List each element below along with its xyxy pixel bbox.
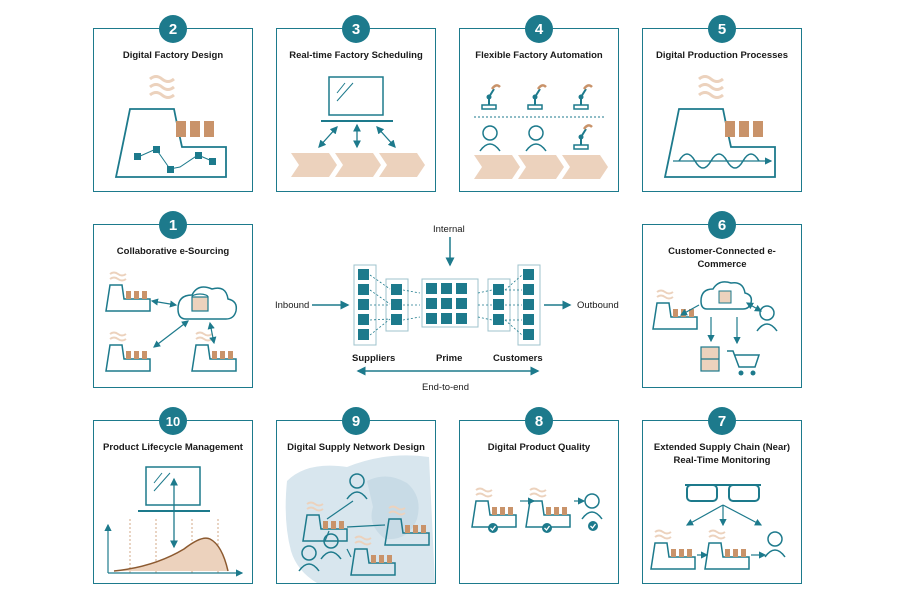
card-title: Digital Supply Network Design bbox=[287, 442, 425, 453]
card-title: Flexible Factory Automation bbox=[475, 50, 603, 61]
badge-2: 2 bbox=[159, 15, 187, 43]
card-digital-factory-design: Digital Factory Design bbox=[93, 28, 253, 192]
card-collaborative-e-sourcing: Collaborative e-Sourcing bbox=[93, 224, 253, 388]
e-sourcing-icon bbox=[105, 271, 238, 372]
card-production-processes: Digital Production Processes bbox=[642, 28, 802, 192]
badge-6: 6 bbox=[708, 211, 736, 239]
badge-9: 9 bbox=[342, 407, 370, 435]
card-extended-supply-chain: Extended Supply Chain (Near) Real-Time M… bbox=[642, 420, 802, 584]
factory-design-icon bbox=[114, 75, 227, 178]
badge-1: 1 bbox=[159, 211, 187, 239]
label-customers: Customers bbox=[493, 353, 543, 364]
automation-icon bbox=[474, 84, 608, 179]
badge-7: 7 bbox=[708, 407, 736, 435]
card-product-lifecycle-management: Product Lifecycle Management bbox=[93, 420, 253, 584]
e-commerce-icon bbox=[652, 281, 778, 376]
card-customer-connected-e-commerce: Customer-Connected e-Commerce bbox=[642, 224, 802, 388]
label-suppliers: Suppliers bbox=[352, 353, 396, 364]
badge-10: 10 bbox=[159, 407, 187, 435]
network-map-icon bbox=[285, 455, 435, 583]
badge-4: 4 bbox=[525, 15, 553, 43]
quality-icon bbox=[471, 487, 603, 534]
card-digital-product-quality: Digital Product Quality bbox=[459, 420, 619, 584]
card-supply-network-design: Digital Supply Network Design bbox=[276, 420, 436, 584]
card-title: Collaborative e-Sourcing bbox=[116, 246, 230, 257]
lifecycle-icon bbox=[104, 466, 244, 577]
monitoring-icon bbox=[650, 484, 786, 570]
label-inbound: Inbound bbox=[275, 300, 310, 311]
label-end-to-end: End-to-end bbox=[422, 382, 470, 393]
scheduling-icon bbox=[291, 76, 425, 177]
card-factory-automation: Flexible Factory Automation bbox=[459, 28, 619, 192]
card-title: Digital Production Processes bbox=[656, 50, 788, 61]
production-icon bbox=[663, 75, 776, 178]
card-title: Digital Product Quality bbox=[487, 442, 591, 453]
card-title: Product Lifecycle Management bbox=[103, 442, 243, 453]
label-outbound: Outbound bbox=[577, 300, 619, 311]
supply-network-diagram bbox=[312, 237, 572, 376]
card-factory-scheduling: Real-time Factory Scheduling bbox=[276, 28, 436, 192]
card-title: Extended Supply Chain (Near) Real-Time M… bbox=[653, 442, 791, 466]
card-title: Digital Factory Design bbox=[122, 50, 224, 61]
card-title: Real-time Factory Scheduling bbox=[289, 50, 423, 61]
badge-8: 8 bbox=[525, 407, 553, 435]
card-title: Customer-Connected e-Commerce bbox=[668, 246, 776, 270]
badge-5: 5 bbox=[708, 15, 736, 43]
label-internal: Internal bbox=[433, 224, 465, 235]
badge-3: 3 bbox=[342, 15, 370, 43]
label-prime: Prime bbox=[436, 353, 463, 364]
